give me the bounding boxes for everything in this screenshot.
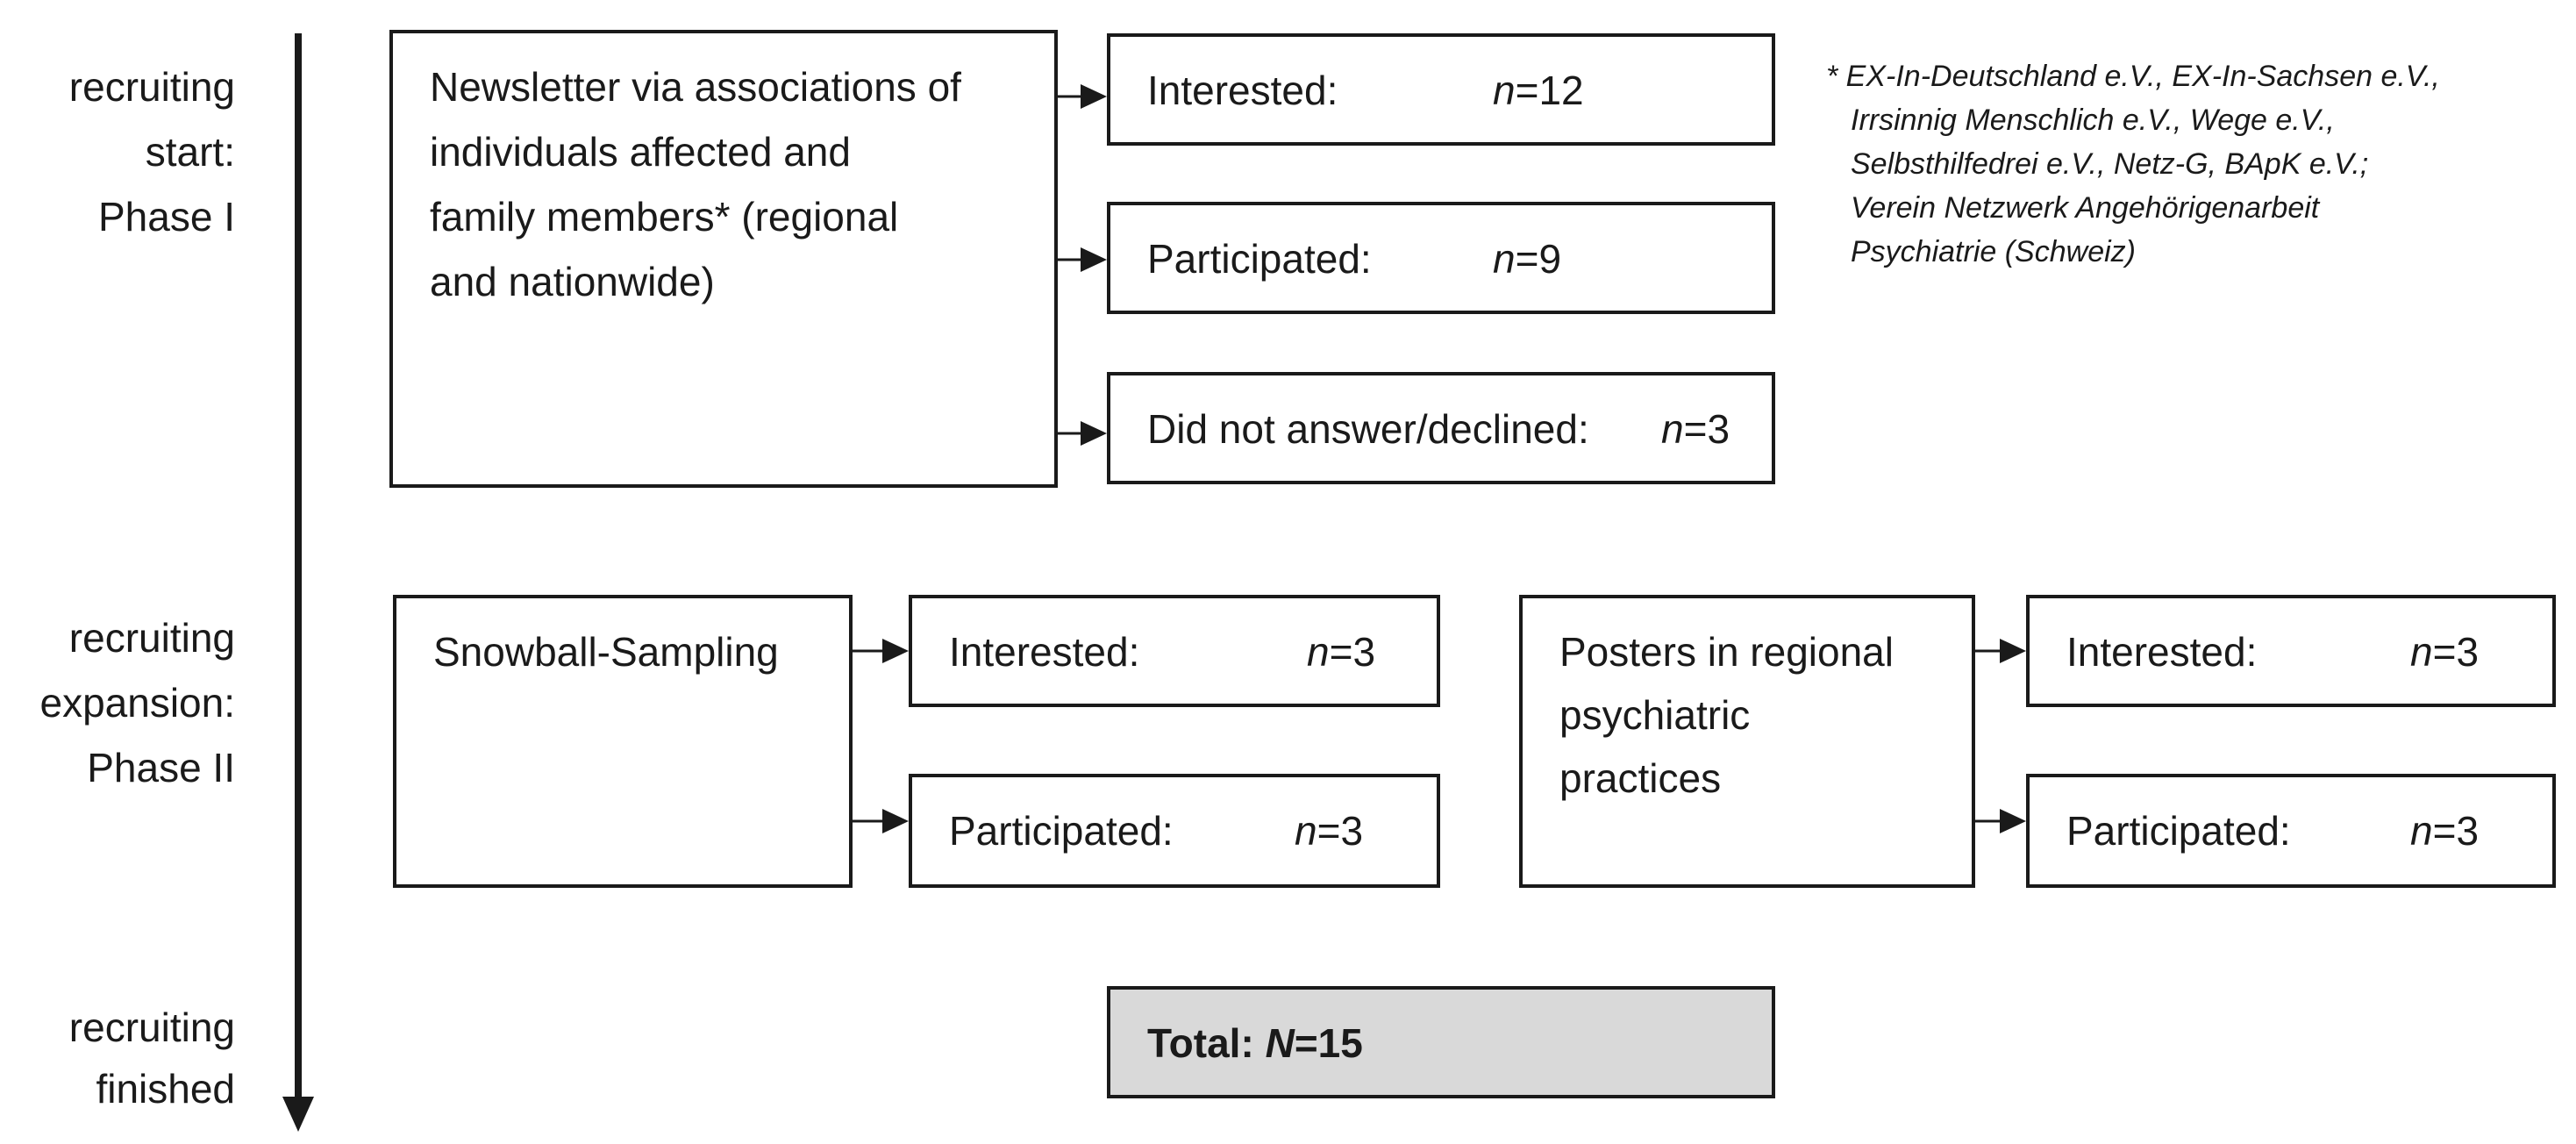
post-participated-count: n=3 (2410, 808, 2480, 854)
snowball-source-box: Snowball-Sampling (393, 595, 853, 888)
p1-declined-box: Did not answer/declined: n=3 (1107, 372, 1775, 484)
phase-label-2: recruiting expansion: Phase II (0, 605, 236, 816)
posters-source-box: Posters in regional psychiatric practice… (1519, 595, 1975, 888)
p1-participated-box: Participated: n=9 (1107, 202, 1775, 314)
phase-label-3: recruiting finished (0, 995, 235, 1135)
post-interested-box: Interested: n=3 (2026, 595, 2556, 707)
phase-2-line-3: Phase II (87, 745, 235, 790)
newsletter-source-box: Newsletter via associations of individua… (389, 30, 1058, 488)
phase-2-line-2: expansion: (39, 680, 236, 726)
newsletter-line-2: individuals affected and (430, 129, 851, 175)
snow-interested-count: n=3 (1307, 629, 1376, 675)
p1-participated-count: n=9 (1493, 236, 1562, 282)
footnote-line-4: Verein Netzwerk Angehörigenarbeit (1851, 191, 2320, 225)
snow-interested-label: Interested: (949, 629, 1140, 675)
posters-line-3: practices (1559, 755, 1722, 801)
p1-interested-label: Interested: (1147, 68, 1338, 113)
post-interested-label: Interested: (2066, 629, 2258, 675)
snow-participated-label: Participated: (949, 808, 1174, 854)
timeline-arrowhead (282, 1097, 314, 1132)
p1-interested-count: n=12 (1493, 68, 1584, 113)
footnote-line-3: Selbsthilfedrei e.V., Netz-G, BApK e.V.; (1851, 147, 2369, 181)
snow-interested-box: Interested: n=3 (909, 595, 1440, 707)
phase-label-1: recruiting start: Phase I (0, 54, 235, 265)
p1-interested-box: Interested: n=12 (1107, 33, 1775, 146)
newsletter-line-1: Newsletter via associations of (430, 64, 961, 110)
snow-participated-count: n=3 (1295, 808, 1364, 854)
footnote: * EX-In-Deutschland e.V., EX-In-Sachsen … (1826, 54, 2440, 274)
connector-snowball-participated (853, 809, 909, 833)
newsletter-line-4: and nationwide) (430, 259, 715, 304)
total-count: Total: N=15 (1147, 1020, 1363, 1066)
phase-1-line-1: recruiting (68, 64, 235, 110)
footnote-line-1: * EX-In-Deutschland e.V., EX-In-Sachsen … (1826, 60, 2440, 93)
footnote-line-2: Irrsinnig Menschlich e.V., Wege e.V., (1851, 104, 2335, 137)
connector-snowball-interested (853, 639, 909, 663)
post-interested-count: n=3 (2410, 629, 2480, 675)
phase-3-line-2: finished (96, 1066, 235, 1112)
connector-newsletter-interested (1058, 84, 1107, 109)
p1-declined-label: Did not answer/declined: (1147, 406, 1589, 452)
snow-participated-box: Participated: n=3 (909, 774, 1440, 888)
post-participated-box: Participated: n=3 (2026, 774, 2556, 888)
connector-posters-participated (1975, 809, 2026, 833)
posters-line-2: psychiatric (1559, 692, 1751, 738)
connector-posters-interested (1975, 639, 2026, 663)
phase-1-line-3: Phase I (98, 194, 235, 240)
snowball-label: Snowball-Sampling (433, 629, 779, 675)
connector-newsletter-declined (1058, 421, 1107, 446)
p1-declined-count: n=3 (1661, 406, 1730, 452)
newsletter-line-3: family members* (regional (430, 194, 899, 240)
phase-1-line-2: start: (145, 129, 235, 175)
total-box: Total: N=15 (1107, 986, 1775, 1098)
phase-3-line-1: recruiting (68, 1005, 235, 1050)
phase-2-line-1: recruiting (68, 615, 235, 661)
p1-participated-label: Participated: (1147, 236, 1372, 282)
post-participated-label: Participated: (2066, 808, 2291, 854)
connector-newsletter-participated (1058, 247, 1107, 272)
posters-line-1: Posters in regional (1559, 629, 1894, 675)
footnote-line-5: Psychiatrie (Schweiz) (1851, 235, 2136, 268)
